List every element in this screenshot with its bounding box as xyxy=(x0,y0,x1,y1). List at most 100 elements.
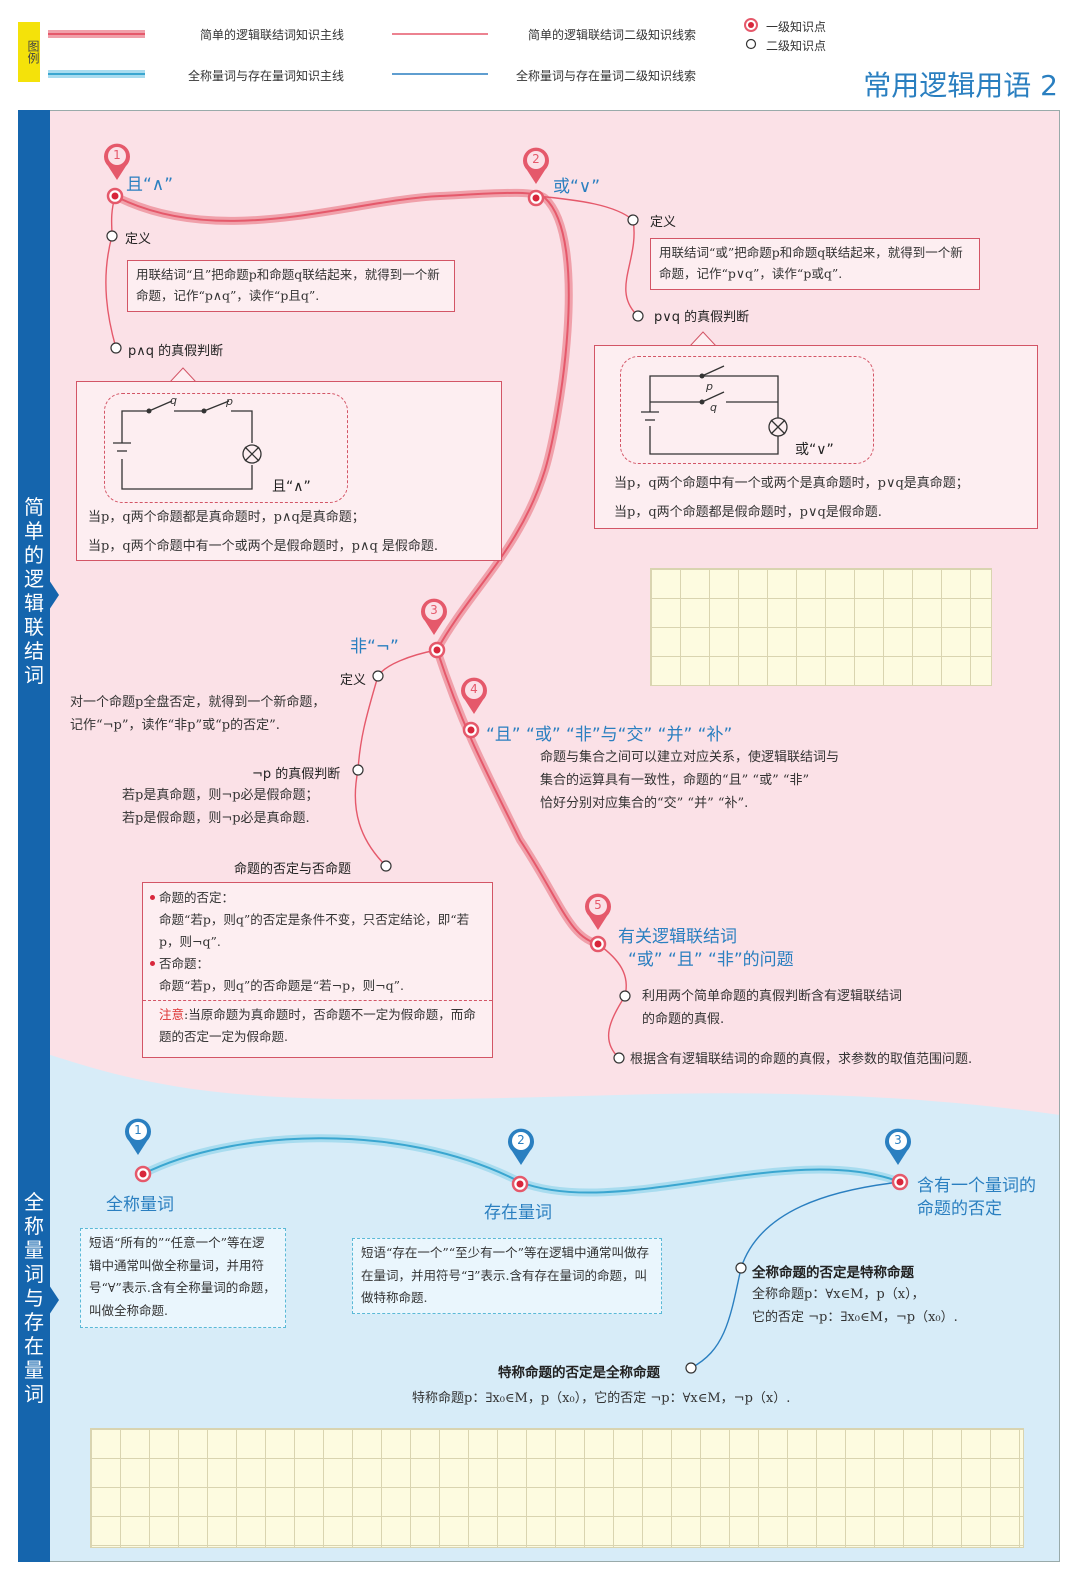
node-not-title: 非“¬” xyxy=(350,637,399,657)
node-problems-item-1a: 利用两个简单命题的真假判断含有逻辑联结词 xyxy=(642,989,903,1004)
notes-grid-top[interactable] xyxy=(650,568,992,686)
node-or-title: 或“∨” xyxy=(553,177,601,197)
sidebar-arrow-bottom xyxy=(49,1285,59,1315)
node-or-def-box: 用联结词“或”把命题p和命题q联结起来，就得到一个新命题，记作“p∨q”，读作“… xyxy=(650,238,980,290)
and-circuit-frame xyxy=(104,393,348,503)
legend-red-main-text: 简单的逻辑联结词知识主线 xyxy=(200,28,345,42)
sidebar-top-text: 简单的逻辑联结词 xyxy=(24,495,44,687)
node-negation-a-text-2: 它的否定 ¬p：∃x₀∈M，¬p（x₀）. xyxy=(752,1310,958,1325)
node-negation-b-text: 特称命题p：∃x₀∈M，p（x₀），它的否定 ¬p：∀x∈M，¬p（x）. xyxy=(412,1391,791,1406)
or-circuit-diagram: p q xyxy=(641,365,788,455)
legend-red-sub-text: 简单的逻辑联结词二级知识线索 xyxy=(528,28,697,42)
blue-level2-nodes xyxy=(685,1262,747,1374)
and-box-pointer xyxy=(169,367,197,383)
node-and-def-box: 用联结词“且”把命题p和命题q联结起来，就得到一个新命题，记作“p∧q”，读作“… xyxy=(127,260,455,312)
neg-h2: 否命题： xyxy=(159,956,210,971)
legend-blue-sub-text: 全称量词与存在量词二级知识线索 xyxy=(516,69,697,83)
node-set-text-1: 命题与集合之间可以建立对应关系，使逻辑联结词与 xyxy=(540,750,840,765)
neg-h1: 命题的否定： xyxy=(159,890,235,905)
pin-blue-1-num: 1 xyxy=(134,1123,142,1137)
node-problems-title-1: 有关逻辑联结词 xyxy=(618,927,737,947)
legend-level2-dot xyxy=(745,38,757,50)
node-and-title: 且“∧” xyxy=(126,175,174,195)
node-not-truth-1: 若p是真命题，则¬p必是假命题； xyxy=(122,788,319,803)
node-negation-b-label: 特称命题的否定是全称命题 xyxy=(498,1365,660,1381)
and-switch-q: q xyxy=(170,394,177,407)
legend-blue-main-text: 全称量词与存在量词知识主线 xyxy=(188,69,345,83)
or-truth-line-2: 当p，q两个命题都是假命题时，p∨q是假命题. xyxy=(614,505,882,520)
or-circuit-label: 或“∨” xyxy=(795,442,834,458)
node-negation-title-1: 含有一个量词的 xyxy=(917,1176,1036,1196)
or-switch-q: q xyxy=(710,401,717,414)
pin-blue-3-num: 3 xyxy=(894,1133,902,1147)
or-truth-line-1: 当p，q两个命题中有一个或两个是真命题时，p∨q是真命题； xyxy=(614,476,969,491)
legend-level1-text: 一级知识点 xyxy=(766,20,827,34)
node-or-def-label: 定义 xyxy=(650,215,677,230)
neg-t1: 命题“若p，则q”的否定是条件不变，只否定结论，即“若p，则¬q”. xyxy=(159,912,470,949)
sidebar-bottom-label: 全称量词与存在量词 xyxy=(18,1190,50,1406)
and-truth-line-1: 当p，q两个命题都是真命题时，p∧q是真命题； xyxy=(88,510,365,525)
neg-t2: 命题“若p，则q”的否命题是“若¬p，则¬q”. xyxy=(159,978,404,993)
node-problems-item-1b: 的命题的真假. xyxy=(642,1012,725,1027)
node-not-neg-label: 命题的否定与否命题 xyxy=(234,862,352,877)
legend-tag: 图例 xyxy=(18,22,40,82)
node-not-neg-box: 命题的否定： 命题“若p，则q”的否定是条件不变，只否定结论，即“若p，则¬q”… xyxy=(142,882,493,1058)
node-or-truth-label: p∨q 的真假判断 xyxy=(654,310,750,325)
or-switch-p: p xyxy=(705,380,713,393)
node-problems-item-2: 根据含有逻辑联结词的命题的真假，求参数的取值范围问题. xyxy=(630,1052,973,1067)
sidebar-arrow-top xyxy=(49,580,59,610)
sidebar-bottom-text: 全称量词与存在量词 xyxy=(24,1190,44,1406)
notes-grid-bottom[interactable] xyxy=(90,1428,1024,1548)
node-not-truth-label: ¬p 的真假判断 xyxy=(252,767,341,782)
neg-note-text: :当原命题为真命题时，否命题不一定为假命题，而命题的否定一定为假命题. xyxy=(159,1007,476,1044)
pin-red-3-num: 3 xyxy=(430,603,438,617)
neg-bullet-1 xyxy=(150,895,155,900)
pin-blue-2-num: 2 xyxy=(517,1133,525,1147)
node-not-def-text-1: 对一个命题p全盘否定，就得到一个新命题， xyxy=(70,695,326,710)
red-main-line xyxy=(113,188,601,948)
neg-bullet-2 xyxy=(150,961,155,966)
and-switch-p: p xyxy=(225,395,233,408)
blue-sub-lines xyxy=(690,1181,901,1369)
node-negation-a-text-1: 全称命题p：∀x∈M，p（x）， xyxy=(752,1287,925,1302)
sidebar-connective xyxy=(18,110,50,1090)
neg-item-1: 命题的否定： xyxy=(150,887,482,909)
node-set-title: “且” “或” “非”与“交” “并” “补” xyxy=(486,725,733,745)
and-circuit-diagram: q p xyxy=(113,394,262,490)
node-set-text-3: 恰好分别对应集合的“交” “并” “补”. xyxy=(540,796,749,811)
node-and-def-label: 定义 xyxy=(125,232,152,247)
blue-level1-nodes xyxy=(134,1165,909,1193)
red-level1-nodes xyxy=(106,187,607,953)
neg-note-head: 注意 xyxy=(159,1007,185,1022)
neg-note: 注意:当原命题为真命题时，否命题不一定为假命题，而命题的否定一定为假命题. xyxy=(143,1000,492,1048)
neg-item-2: 否命题： xyxy=(150,953,482,975)
node-not-def-text-2: 记作“¬p”，读作“非p”或“p的否定”. xyxy=(70,718,280,733)
and-truth-line-2: 当p，q两个命题中有一个或两个是假命题时，p∧q 是假命题. xyxy=(88,539,439,554)
pin-red-1-num: 1 xyxy=(113,148,121,162)
red-sub-lines xyxy=(105,195,639,1059)
sidebar-quantifier xyxy=(18,1090,50,1562)
sidebar-top-label: 简单的逻辑联结词 xyxy=(18,495,50,687)
or-box-pointer xyxy=(689,331,717,347)
node-and-truth-label: p∧q 的真假判断 xyxy=(128,344,224,359)
node-problems-title-2: “或” “且” “非”的问题 xyxy=(628,950,794,970)
node-set-text-2: 集合的运算具有一致性，命题的“且” “或” “非” xyxy=(540,773,810,788)
red-level2-nodes xyxy=(106,214,644,1064)
node-existential-box: 短语“存在一个”“至少有一个”等在逻辑中通常叫做存在量词，并用符号“∃”表示.含… xyxy=(352,1238,662,1314)
page-title: 常用逻辑用语 2 xyxy=(863,69,1058,102)
node-negation-title-2: 命题的否定 xyxy=(917,1199,1002,1219)
node-universal-title: 全称量词 xyxy=(106,1195,174,1215)
node-not-def-label: 定义 xyxy=(340,673,367,688)
pin-red-5-num: 5 xyxy=(594,898,602,912)
or-circuit-frame xyxy=(620,356,874,464)
legend-level2-text: 二级知识点 xyxy=(766,39,827,53)
node-existential-title: 存在量词 xyxy=(484,1203,552,1223)
pin-red-4-num: 4 xyxy=(470,682,478,696)
pin-red-2-num: 2 xyxy=(532,152,540,166)
legend-lines xyxy=(48,18,758,78)
node-universal-box: 短语“所有的”“任意一个”等在逻辑中通常叫做全称量词，并用符号“∀”表示.含有全… xyxy=(80,1228,286,1328)
and-circuit-label: 且“∧” xyxy=(272,479,311,495)
node-negation-a-label: 全称命题的否定是特称命题 xyxy=(752,1265,914,1281)
node-not-truth-2: 若p是假命题，则¬p必是真命题. xyxy=(122,811,310,826)
